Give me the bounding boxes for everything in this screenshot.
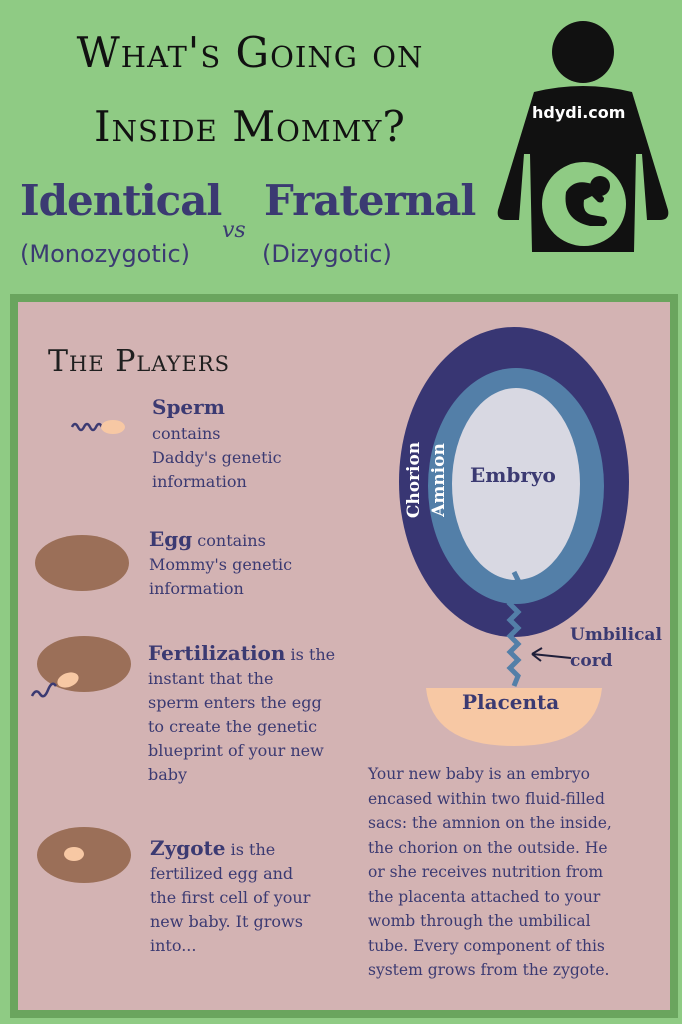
- zygote-inline-desc: is the: [225, 840, 276, 859]
- placenta-label: Placenta: [462, 690, 560, 714]
- zygote-term: Zygote: [150, 836, 226, 860]
- amnion-label: Amnion: [429, 443, 449, 517]
- hdydi-url: hdydi.com: [532, 103, 626, 122]
- umbilical-cord: [506, 570, 522, 687]
- identical-term: Identical: [20, 176, 222, 225]
- egg-icon: [35, 535, 129, 591]
- vs-label: vs: [222, 218, 246, 243]
- sperm-term: Sperm: [152, 395, 225, 419]
- embryo-space: [452, 388, 580, 580]
- egg-term: Egg: [149, 527, 193, 551]
- explanation-text: Your new baby is an embryo encased withi…: [368, 765, 612, 979]
- umbilical-arrow: [531, 653, 572, 659]
- egg-text: Egg contains Mommy's genetic information: [149, 527, 293, 598]
- egg-inline-desc: contains: [192, 531, 266, 550]
- title-line-2: Inside Mommy?: [94, 102, 406, 151]
- embryo-diagram: [399, 327, 629, 746]
- players-heading: The Players: [48, 344, 231, 379]
- sperm-description: contains Daddy's genetic information: [152, 424, 282, 491]
- zygote-icon: [37, 827, 131, 883]
- fertilization-text: Fertilization is the instant that the sp…: [148, 641, 336, 784]
- sperm-icon: [70, 420, 125, 434]
- dizygotic-label: (Dizygotic): [262, 240, 392, 268]
- title-line-1: What's Going on: [76, 28, 424, 77]
- embryo-label: Embryo: [470, 463, 556, 487]
- pregnant-mother-icon: [497, 21, 669, 252]
- fertilization-inline-desc: is the: [285, 645, 336, 664]
- fertilization-icon: [30, 636, 131, 698]
- monozygotic-label: (Monozygotic): [20, 240, 191, 268]
- placenta-shape: [426, 688, 602, 746]
- fraternal-term: Fraternal: [264, 176, 476, 225]
- umbilical-cord-label: Umbilical cord: [570, 625, 662, 671]
- chorion-label: Chorion: [404, 441, 424, 519]
- zygote-text: Zygote is the fertilized egg and the fir…: [150, 836, 311, 955]
- fertilization-term: Fertilization: [148, 641, 286, 665]
